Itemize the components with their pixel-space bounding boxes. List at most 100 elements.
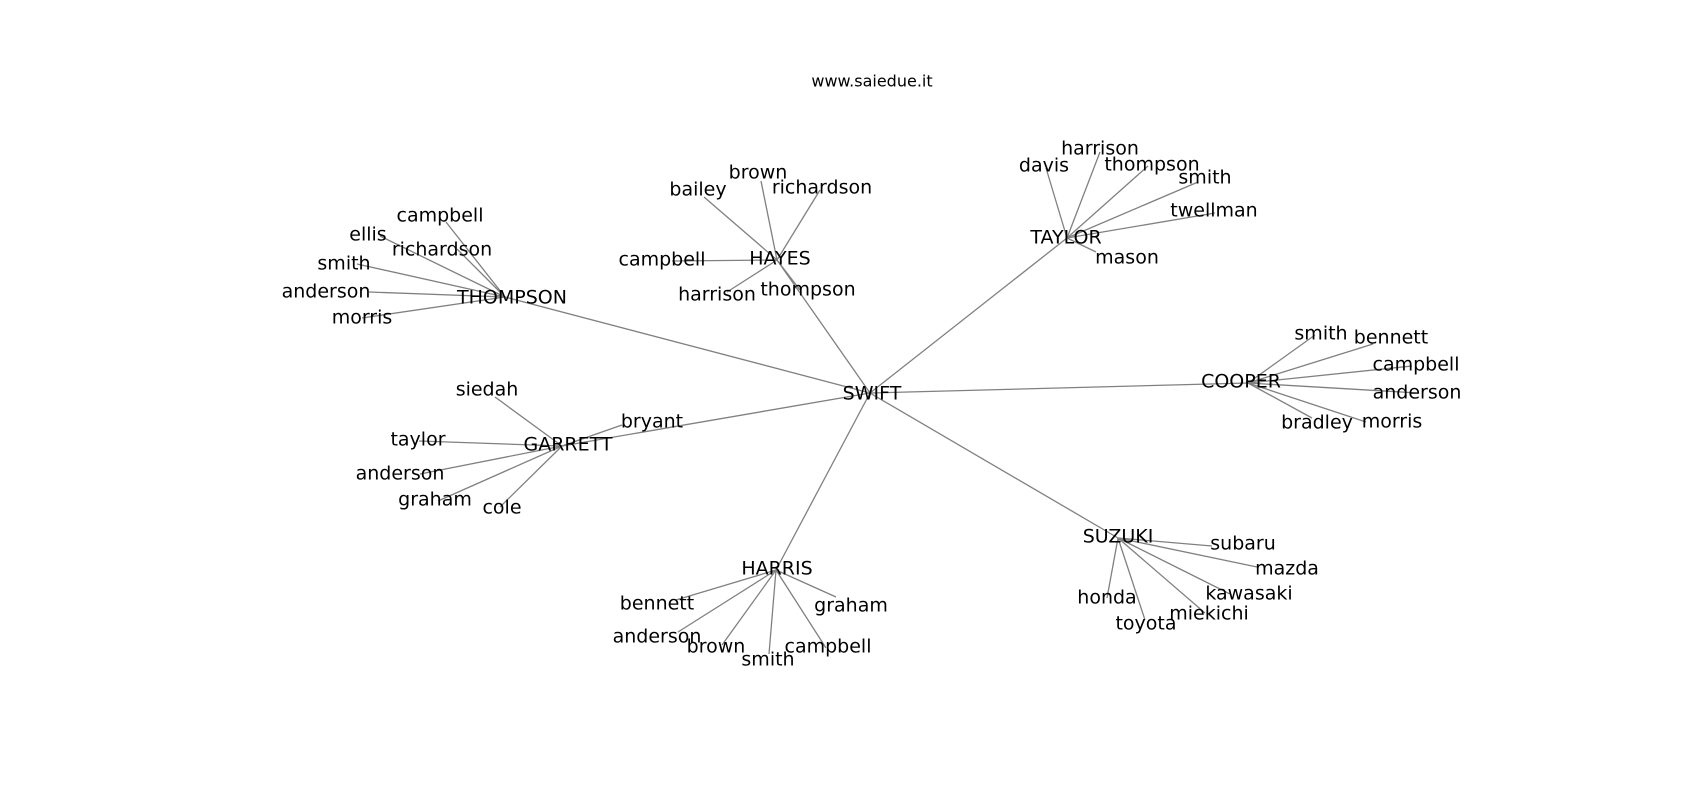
leaf-node-label: graham (398, 489, 472, 511)
leaf-node-label: ellis (349, 224, 386, 246)
root-node-label: SWIFT (843, 383, 902, 405)
edge-suzuki_hub-leaf-0 (1117, 537, 1213, 547)
leaf-node-label: campbell (1373, 354, 1460, 376)
leaf-node-label: harrison (678, 284, 756, 306)
leaf-node-label: smith (1294, 323, 1347, 345)
edge-taylor_hub-leaf-5 (1066, 237, 1097, 253)
hub-node-label: COOPER (1201, 371, 1281, 393)
leaf-node-label: bryant (621, 411, 683, 433)
edge-cooper_hub-leaf-2 (1247, 365, 1413, 384)
leaf-node-label: campbell (619, 249, 706, 271)
edge-garrett_hub-leaf-2 (418, 440, 563, 447)
graph-nodes: SWIFT THOMPSON campbell ellis richardson smit… (282, 138, 1462, 671)
edge-root-to-suzuki_hub (869, 392, 1119, 539)
leaf-node-label: thompson (760, 279, 855, 301)
leaf-node-label: harrison (1061, 138, 1139, 160)
hub-node-label: GARRETT (523, 434, 612, 456)
edge-hayes_hub-leaf-3 (671, 259, 778, 262)
edge-hayes_hub-leaf-0 (703, 196, 778, 261)
hub-node-label: THOMPSON (456, 287, 567, 309)
leaf-node-label: toyota (1115, 613, 1176, 635)
edge-taylor_hub-leaf-4 (1066, 212, 1216, 239)
leaf-node-label: graham (814, 595, 888, 617)
edge-thompson_hub-leaf-0 (445, 221, 506, 298)
graph-edges (356, 151, 1419, 655)
edge-suzuki_hub-leaf-3 (1117, 537, 1206, 614)
edge-suzuki_hub-leaf-1 (1117, 537, 1258, 568)
leaf-node-label: richardson (392, 239, 492, 261)
hub-node-label: TAYLOR (1029, 227, 1101, 249)
leaf-node-label: anderson (356, 463, 445, 485)
edge-hayes_hub-leaf-5 (776, 259, 801, 291)
hub-node-label: HAYES (749, 248, 810, 270)
edge-garrett_hub-leaf-3 (419, 445, 563, 475)
edge-suzuki_hub-leaf-5 (1106, 537, 1119, 599)
edge-taylor_hub-leaf-0 (1045, 167, 1068, 239)
edge-hayes_hub-leaf-1 (760, 180, 778, 261)
edge-harris_hub-leaf-1 (677, 569, 777, 633)
leaf-node-label: cole (482, 497, 521, 519)
leaf-node-label: richardson (772, 177, 872, 199)
edge-cooper_hub-leaf-0 (1247, 334, 1316, 384)
watermark-text: www.saiedue.it (811, 72, 932, 91)
edge-thompson_hub-leaf-3 (356, 263, 506, 298)
edge-hayes_hub-leaf-2 (776, 189, 821, 261)
edge-root-to-harris_hub (775, 392, 871, 571)
leaf-node-label: bradley (1281, 412, 1353, 434)
edge-thompson_hub-leaf-1 (379, 235, 506, 298)
leaf-node-label: davis (1019, 155, 1069, 177)
leaf-node-label: brown (687, 636, 746, 658)
leaf-node-label: morris (332, 307, 393, 329)
leaf-node-label: bennett (620, 593, 694, 615)
edge-root-to-cooper_hub (869, 382, 1249, 394)
edge-root-to-hayes_hub (776, 259, 871, 394)
edge-root-to-taylor_hub (869, 237, 1068, 394)
edge-root-to-garrett_hub (561, 392, 871, 447)
edge-cooper_hub-leaf-4 (1247, 382, 1313, 419)
edge-taylor_hub-leaf-3 (1066, 181, 1199, 239)
leaf-node-label: siedah (456, 379, 519, 401)
leaf-node-label: bennett (1354, 327, 1428, 349)
hub-node-label: HARRIS (741, 558, 812, 580)
edge-harris_hub-leaf-3 (768, 569, 777, 655)
leaf-node-label: anderson (282, 281, 371, 303)
leaf-node-label: anderson (613, 626, 702, 648)
edge-taylor_hub-leaf-1 (1066, 151, 1101, 239)
edge-cooper_hub-leaf-3 (1247, 382, 1419, 394)
edge-thompson_hub-leaf-4 (368, 291, 506, 298)
edge-garrett_hub-leaf-1 (561, 424, 623, 447)
leaf-node-label: twellman (1170, 200, 1257, 222)
leaf-node-label: brown (729, 162, 788, 184)
leaf-node-label: taylor (390, 429, 445, 451)
edge-garrett_hub-leaf-0 (494, 396, 563, 447)
edge-harris_hub-leaf-4 (775, 569, 827, 649)
edge-taylor_hub-leaf-2 (1066, 165, 1149, 239)
leaf-node-label: smith (741, 649, 794, 671)
leaf-node-label: thompson (1104, 154, 1199, 176)
edge-hayes_hub-leaf-4 (726, 259, 778, 293)
leaf-node-label: kawasaki (1205, 583, 1292, 605)
leaf-node-label: subaru (1210, 533, 1276, 555)
hub-node-label: SUZUKI (1083, 526, 1154, 548)
leaf-node-label: miekichi (1169, 603, 1249, 625)
edge-harris_hub-leaf-2 (721, 569, 777, 646)
edge-harris_hub-leaf-0 (675, 569, 777, 601)
edge-garrett_hub-leaf-4 (437, 445, 563, 502)
edge-suzuki_hub-leaf-4 (1117, 537, 1146, 621)
edge-cooper_hub-leaf-5 (1247, 382, 1367, 423)
edge-harris_hub-leaf-5 (775, 569, 837, 598)
edge-root-to-thompson_hub (504, 296, 871, 394)
edge-garrett_hub-leaf-5 (499, 445, 563, 508)
leaf-node-label: smith (317, 253, 370, 275)
edge-thompson_hub-leaf-2 (456, 248, 506, 298)
leaf-node-label: morris (1362, 411, 1423, 433)
leaf-node-label: mason (1095, 247, 1159, 269)
edge-suzuki_hub-leaf-2 (1117, 537, 1231, 595)
leaf-node-label: honda (1077, 587, 1136, 609)
leaf-node-label: anderson (1373, 382, 1462, 404)
leaf-node-label: campbell (785, 636, 872, 658)
leaf-node-label: mazda (1255, 558, 1319, 580)
edge-thompson_hub-leaf-5 (361, 296, 506, 319)
edge-cooper_hub-leaf-1 (1247, 343, 1374, 384)
